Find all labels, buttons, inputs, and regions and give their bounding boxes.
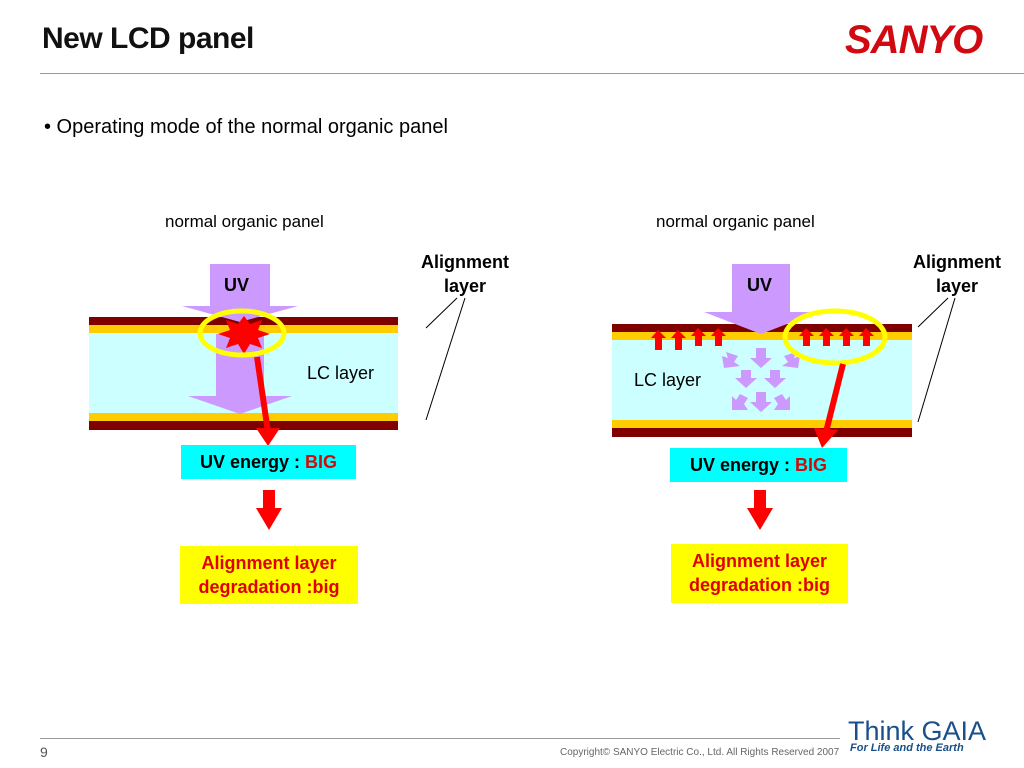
left-result-line2: degradation :big	[198, 577, 340, 597]
think-gaia-logo: Think GAIA	[848, 716, 987, 746]
right-uv-label: UV	[747, 275, 773, 295]
right-down-arrow-head	[747, 508, 773, 530]
think-gaia-tagline: For Life and the Earth	[850, 742, 964, 754]
right-uv-energy-prefix: UV energy :	[689, 455, 795, 475]
left-bottom-substrate	[89, 421, 398, 430]
copyright-text: Copyright© SANYO Electric Co., Ltd. All …	[560, 747, 840, 758]
left-panel-caption: normal organic panel	[165, 212, 324, 231]
right-uv-energy-value: BIG	[795, 455, 828, 475]
bullet-point: • Operating mode of the normal organic p…	[44, 116, 448, 138]
left-leader-line-top	[425, 297, 458, 329]
right-down-arrow-shaft	[754, 490, 766, 510]
right-alignment-label: Alignment layer	[892, 250, 1022, 298]
left-uv-energy-prefix: UV energy :	[199, 452, 305, 472]
header-divider	[40, 73, 1024, 74]
left-down-arrow-shaft	[263, 490, 275, 510]
right-red-pointer-head	[814, 428, 838, 448]
left-panel-graphic	[89, 264, 466, 530]
left-uv-energy-value: BIG	[305, 452, 338, 472]
right-bottom-substrate	[612, 428, 912, 437]
left-lc-layer-label: LC layer	[307, 363, 375, 383]
left-leader-line-bottom	[425, 297, 466, 421]
right-uv-arrow	[704, 264, 818, 334]
left-alignment-label-line2: layer	[443, 276, 487, 296]
right-highlight-ring	[782, 308, 888, 366]
left-bottom-alignment-layer	[89, 413, 398, 421]
right-lc-layer-label: LC layer	[634, 370, 702, 390]
right-alignment-label-line1: Alignment	[913, 252, 1001, 272]
right-panel-caption: normal organic panel	[656, 212, 815, 231]
left-damage-starburst	[218, 316, 270, 354]
right-result-line1: Alignment layer	[691, 551, 828, 571]
right-uv-energy-box: UV energy : BIG	[670, 448, 847, 482]
right-bottom-alignment-layer	[612, 420, 912, 428]
left-alignment-label: Alignment layer	[400, 250, 530, 298]
right-alignment-label-line2: layer	[935, 276, 979, 296]
right-result-line2: degradation :big	[689, 575, 830, 595]
left-result-box: Alignment layer degradation :big	[180, 546, 358, 604]
right-red-up-arrows	[651, 328, 874, 350]
left-red-pointer-head	[256, 428, 280, 446]
left-uv-label: UV	[224, 275, 250, 295]
footer-divider	[40, 738, 840, 739]
left-highlight-ring	[197, 308, 287, 358]
page-title: New LCD panel	[42, 22, 254, 55]
left-down-arrow-head	[256, 508, 282, 530]
right-panel-graphic	[612, 264, 956, 530]
right-result-box: Alignment layer degradation :big	[671, 544, 848, 603]
left-red-pointer-line	[254, 356, 271, 433]
right-scattered-uv-arrows	[722, 348, 800, 412]
right-leader-line-bottom	[917, 297, 956, 423]
page-number: 9	[40, 744, 48, 760]
left-alignment-label-line1: Alignment	[421, 252, 509, 272]
left-uv-arrow	[182, 264, 298, 322]
left-uv-energy-box: UV energy : BIG	[181, 445, 356, 479]
sanyo-logo: SANYO	[845, 18, 983, 62]
left-result-line1: Alignment layer	[201, 553, 337, 573]
right-red-pointer-line	[823, 363, 846, 433]
left-uv-arrow-tail	[188, 334, 292, 414]
right-top-alignment-layer	[612, 332, 912, 340]
right-leader-line-top	[917, 297, 949, 328]
